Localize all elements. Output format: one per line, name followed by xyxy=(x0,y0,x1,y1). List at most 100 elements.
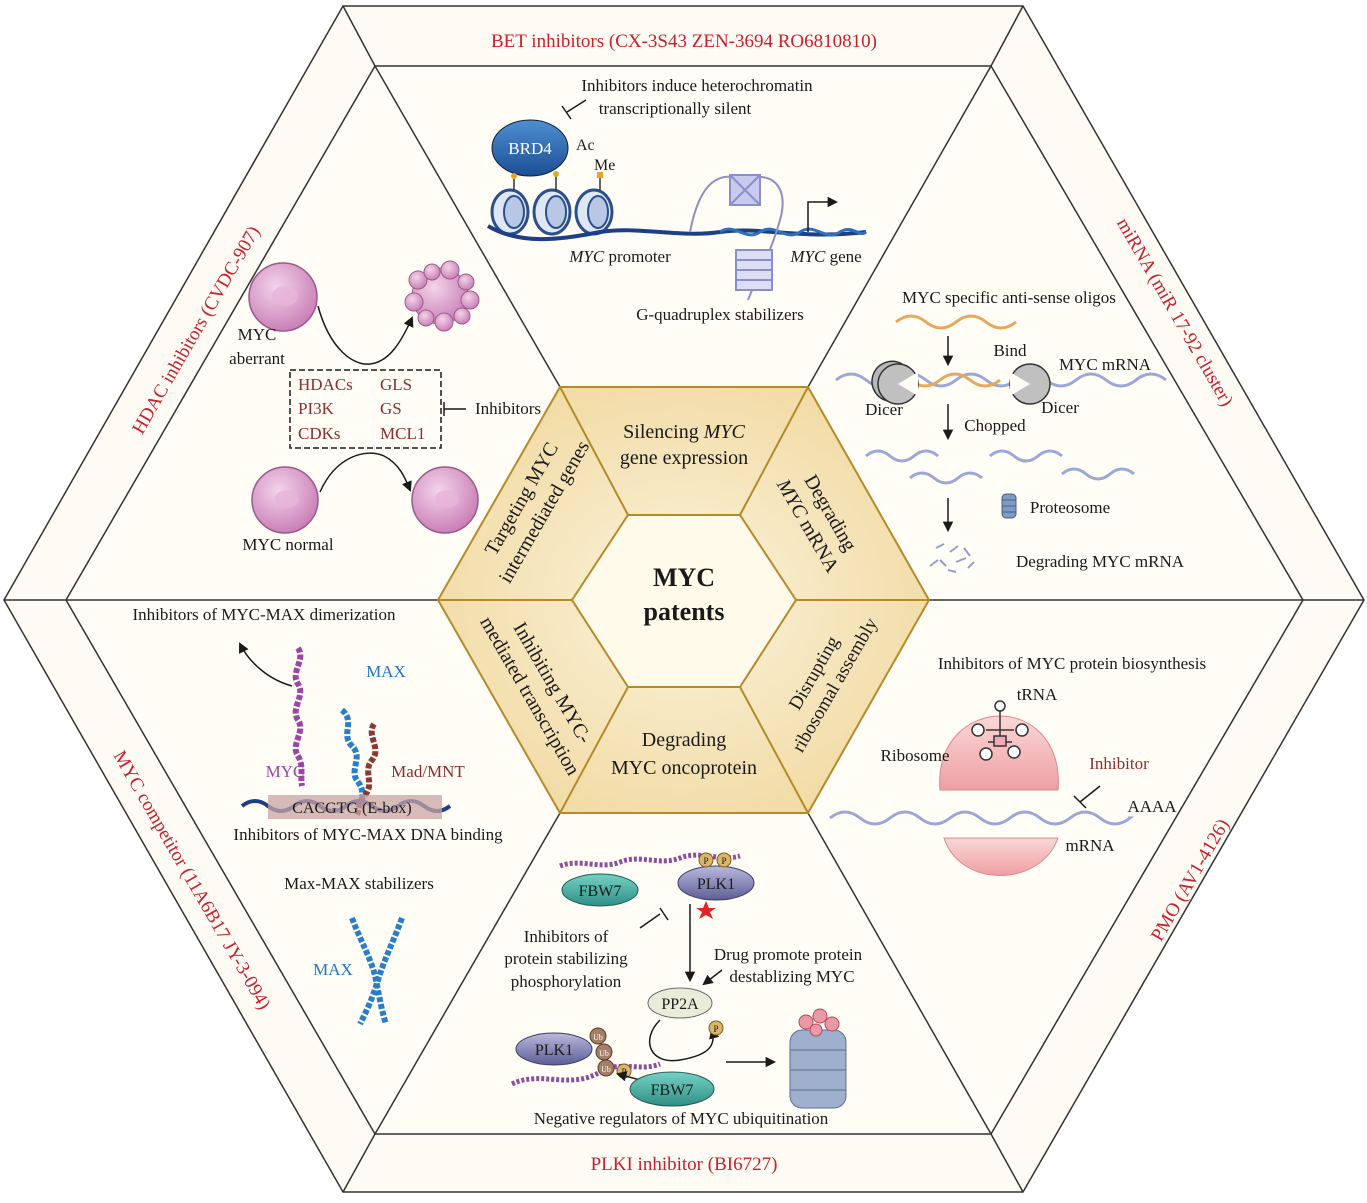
plk1-top xyxy=(677,865,755,901)
segment-bottom: Degrading MYC oncoprotein xyxy=(611,729,757,779)
svg-text:Proteosome: Proteosome xyxy=(1030,498,1110,517)
center-subtitle: patents xyxy=(644,597,725,626)
proteasome-barrel-icon xyxy=(789,1008,847,1109)
label-plki-inhibitor: PLKI inhibitor (BI6727) xyxy=(591,1154,778,1175)
svg-text:MCL1: MCL1 xyxy=(380,424,425,443)
svg-text:tRNA: tRNA xyxy=(1017,685,1058,704)
svg-text:phosphorylation: phosphorylation xyxy=(511,972,622,991)
svg-text:HDACs: HDACs xyxy=(298,375,353,394)
panel-top-bet: Inhibitors induce heterochromatin transc… xyxy=(486,76,868,324)
svg-text:MYC: MYC xyxy=(238,325,277,344)
svg-text:P: P xyxy=(721,856,726,866)
svg-text:Ub: Ub xyxy=(593,1033,603,1042)
svg-text:Negative regulators of MYC ubi: Negative regulators of MYC ubiquitinatio… xyxy=(534,1109,829,1128)
svg-text:protein stabilizing: protein stabilizing xyxy=(504,949,628,968)
svg-text:MAX: MAX xyxy=(313,960,353,979)
svg-text:P: P xyxy=(703,856,708,866)
myc-helix xyxy=(292,646,305,787)
sector-dividers xyxy=(66,65,1303,1135)
svg-text:CDKs: CDKs xyxy=(298,424,341,443)
brd4-protein xyxy=(491,119,569,177)
svg-text:Inhibitors: Inhibitors xyxy=(475,399,541,418)
degraded-mrna-debris xyxy=(929,543,975,573)
panel-upper-right-mirna: MYC specific anti-sense oligos Bind MYC … xyxy=(835,288,1185,573)
svg-text:Silencing MYC: Silencing MYC xyxy=(623,421,745,443)
svg-text:Mad/MNT: Mad/MNT xyxy=(391,762,465,781)
svg-text:AAAA: AAAA xyxy=(1127,797,1177,816)
target-genes-box xyxy=(289,369,442,449)
g-quadruplex-icon xyxy=(689,174,784,301)
mrna-fragments xyxy=(865,449,1135,485)
svg-text:Inhibitors of MYC protein bios: Inhibitors of MYC protein biosynthesis xyxy=(938,654,1206,673)
svg-text:Inhibitors of MYC-MAX DNA bind: Inhibitors of MYC-MAX DNA binding xyxy=(233,825,503,844)
panel-bottom-plki: FBW7 PLK1 P P Inhibitors of protein stab… xyxy=(504,852,863,1128)
svg-text:gene expression: gene expression xyxy=(620,447,748,469)
svg-text:PP2A: PP2A xyxy=(661,996,699,1013)
svg-text:Inhibitors of: Inhibitors of xyxy=(524,927,609,946)
trna-icon xyxy=(971,700,1029,761)
svg-text:MYC promoter: MYC promoter xyxy=(568,247,671,266)
svg-text:GS: GS xyxy=(380,399,402,418)
svg-text:transcriptionally silent: transcriptionally silent xyxy=(599,99,752,118)
panel-lower-right-pmo: Inhibitors of MYC protein biosynthesis t… xyxy=(829,654,1206,876)
svg-text:Dicer: Dicer xyxy=(865,400,903,419)
svg-text:mRNA: mRNA xyxy=(1065,836,1115,855)
svg-text:Ribosome: Ribosome xyxy=(881,746,950,765)
svg-text:GLS: GLS xyxy=(380,375,412,394)
svg-text:Degrading MYC mRNA: Degrading MYC mRNA xyxy=(1016,552,1185,571)
svg-text:Inhibitors of MYC-MAX dimeriza: Inhibitors of MYC-MAX dimerization xyxy=(133,605,396,624)
svg-text:Inhibitor: Inhibitor xyxy=(1089,754,1149,773)
svg-text:Drug promote protein: Drug promote protein xyxy=(714,945,863,964)
svg-text:Dicer: Dicer xyxy=(1041,398,1079,417)
svg-text:FBW7: FBW7 xyxy=(651,1082,694,1099)
svg-text:MYC specific anti-sense oligos: MYC specific anti-sense oligos xyxy=(902,288,1116,307)
svg-text:Ac: Ac xyxy=(576,137,595,154)
proteosome-icon xyxy=(1001,493,1017,519)
promoter-dna xyxy=(486,224,867,242)
svg-text:aberrant: aberrant xyxy=(229,349,285,368)
antisense-oligo xyxy=(895,314,1017,330)
mrna-strand xyxy=(829,810,1135,826)
svg-text:P: P xyxy=(713,1024,718,1034)
svg-text:FBW7: FBW7 xyxy=(579,883,622,900)
svg-text:MYC gene: MYC gene xyxy=(789,247,861,266)
fbw7-bottom xyxy=(629,1071,715,1107)
svg-text:PLK1: PLK1 xyxy=(535,1042,573,1059)
nucleosome-icons xyxy=(490,171,614,236)
svg-text:Ub: Ub xyxy=(599,1049,609,1058)
plk1-bottom xyxy=(515,1032,593,1066)
star-icon xyxy=(696,901,716,919)
blebbing-cell xyxy=(404,260,480,332)
svg-text:MYC mRNA: MYC mRNA xyxy=(1059,355,1152,374)
center-title: MYC xyxy=(653,563,715,592)
svg-text:Ub: Ub xyxy=(601,1065,611,1074)
svg-text:BRD4: BRD4 xyxy=(508,139,552,158)
svg-text:MAX: MAX xyxy=(366,662,406,681)
svg-text:Degrading: Degrading xyxy=(642,729,726,751)
svg-text:MYC oncoprotein: MYC oncoprotein xyxy=(611,757,757,779)
label-bet-inhibitors: BET inhibitors (CX-3S43 ZEN-3694 RO68108… xyxy=(491,31,877,52)
svg-text:MYC normal: MYC normal xyxy=(242,535,333,554)
svg-text:PI3K: PI3K xyxy=(298,399,335,418)
svg-text:Bind: Bind xyxy=(993,341,1027,360)
ribosome-small-subunit xyxy=(943,837,1059,876)
fbw7-top xyxy=(561,873,639,907)
svg-text:Inhibitors induce heterochroma: Inhibitors induce heterochromatin xyxy=(581,76,813,95)
svg-text:Chopped: Chopped xyxy=(964,416,1026,435)
svg-text:PLK1: PLK1 xyxy=(697,876,735,893)
panel-lower-left-competitor: Inhibitors of MYC-MAX dimerization MAX M… xyxy=(133,605,503,1026)
svg-text:Max-MAX stabilizers: Max-MAX stabilizers xyxy=(284,874,434,893)
svg-text:MYC: MYC xyxy=(266,762,305,781)
svg-text:destablizing MYC: destablizing MYC xyxy=(729,967,854,986)
svg-text:Me: Me xyxy=(594,157,615,174)
pp2a xyxy=(647,987,713,1019)
inner-hexagon xyxy=(436,386,931,814)
ubiquitin-chain: Ub Ub Ub xyxy=(589,1027,615,1077)
svg-text:CACGTG (E-box): CACGTG (E-box) xyxy=(292,800,412,817)
svg-text:G-quadruplex stabilizers: G-quadruplex stabilizers xyxy=(636,305,804,324)
max-dimer-helix xyxy=(349,916,405,1026)
segment-top: Silencing MYC gene expression xyxy=(620,421,748,469)
panel-upper-left-hdac: MYC aberrant HDACs GLS PI3K GS CDKs MCL1… xyxy=(229,260,541,554)
